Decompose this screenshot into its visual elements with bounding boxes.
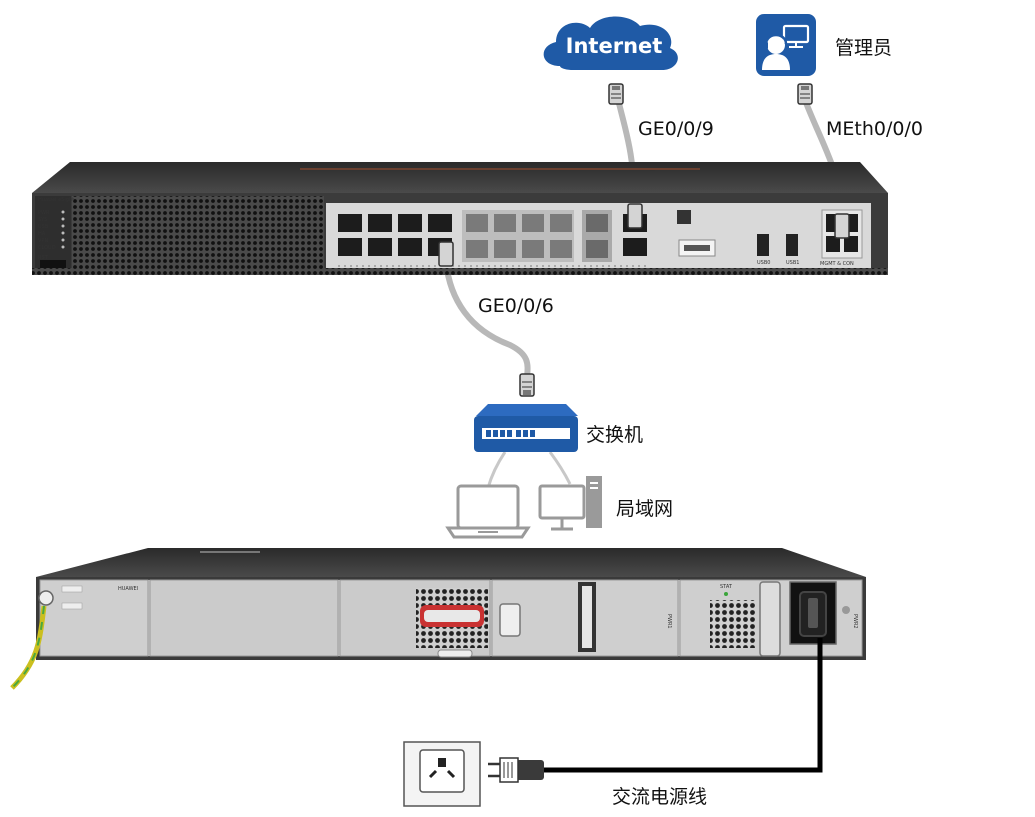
port-ge8	[623, 238, 647, 256]
plug-ge6	[438, 241, 454, 267]
usb1-label: USB1	[786, 260, 799, 266]
led-vpn: VPN	[38, 238, 48, 244]
lan-label: 局域网	[616, 498, 674, 520]
rj45-plug-internet	[608, 83, 624, 105]
ground-screw-icon	[38, 590, 54, 606]
switch-label: 交换机	[586, 424, 644, 446]
cable-switch	[443, 259, 531, 381]
led-cloud: CLOUD	[38, 245, 56, 251]
mgmt-label: MGMT & CON	[820, 261, 854, 267]
plug-ge9	[627, 203, 643, 229]
firewall-rear-panel: HUAWEI PWR1 STAT PWR2	[36, 548, 866, 660]
power-cable	[540, 638, 823, 773]
rj45-plug-admin	[797, 83, 813, 105]
reset-label: RST	[38, 255, 49, 261]
front-model: Huawei eSight	[38, 197, 74, 203]
power-cable-label: 交流电源线	[612, 786, 708, 808]
pwr2-label: PWR2	[852, 614, 858, 629]
internet-cloud: Internet	[543, 16, 678, 70]
usb0-port	[757, 234, 769, 256]
plug-meth	[834, 213, 850, 239]
led-ha: HA	[38, 231, 46, 237]
led-sys: SYS	[38, 217, 47, 223]
svg-text:—: —	[650, 168, 655, 174]
console-port	[826, 236, 840, 252]
meth-label: MEth0/0/0	[826, 118, 923, 140]
sfp-ports	[462, 210, 612, 262]
usb0-label: USB0	[757, 260, 770, 266]
reset-button[interactable]	[40, 260, 66, 268]
ge6-label: GE0/0/6	[478, 295, 554, 317]
qr-code	[677, 210, 691, 224]
brand-label: HUAWEI	[118, 586, 138, 592]
psu-vent	[710, 600, 756, 648]
switch-icon	[474, 404, 578, 452]
led-pwr: PWR	[38, 210, 50, 216]
admin-label: 管理员	[835, 37, 893, 59]
ge9-label: GE0/0/9	[638, 118, 714, 140]
stat-label: STAT	[720, 584, 733, 590]
pwr1-label: PWR1	[666, 614, 672, 629]
firewall-front-panel: — Huawei eSight PWR SYS USB HA VPN CLOUD…	[32, 162, 888, 275]
link-laptop	[486, 451, 507, 489]
led-usb: USB	[38, 224, 49, 230]
status-leds	[61, 210, 65, 249]
admin-icon	[756, 14, 816, 76]
desktop-pc-icon	[538, 476, 602, 531]
rj45-plug-switch	[519, 373, 535, 397]
usb1-port	[786, 234, 798, 256]
power-plug-icon	[488, 757, 544, 783]
wall-outlet-icon	[403, 741, 481, 807]
ground-wire	[10, 605, 47, 690]
link-pc	[548, 451, 572, 485]
internet-label: Internet	[566, 34, 663, 58]
laptop-icon	[445, 484, 531, 539]
fan-handle	[437, 649, 473, 658]
